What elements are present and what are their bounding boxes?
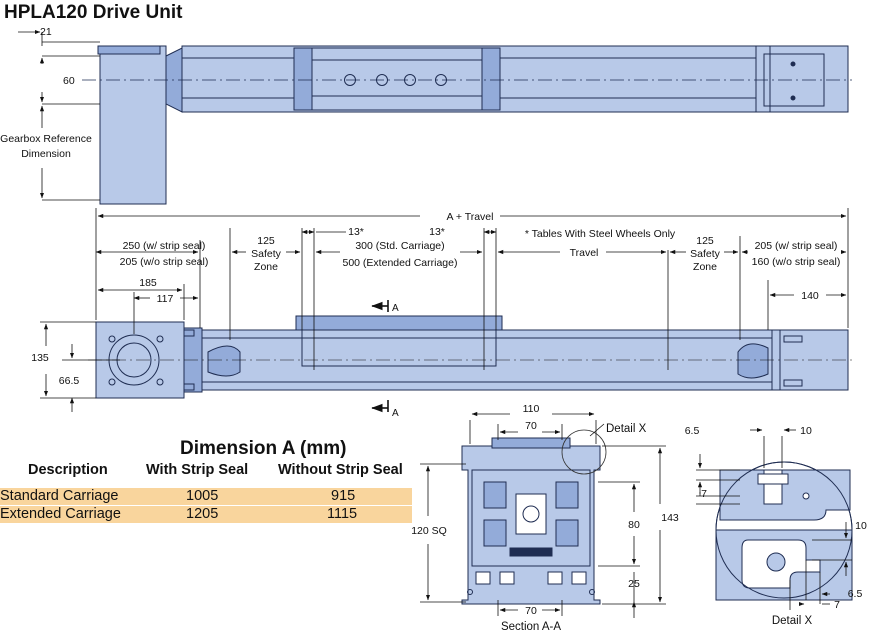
detail-dim-6-5-top: 6.5 <box>685 425 700 437</box>
col-header-without-seal: Without Strip Seal <box>278 462 403 478</box>
top-end-cap <box>755 45 849 113</box>
dim-185: 185 <box>139 277 157 289</box>
dim-70-top: 70 <box>525 420 537 432</box>
table-row: Standard Carriage 1005 915 <box>0 488 412 505</box>
table-row: Extended Carriage 1205 1115 <box>0 506 412 523</box>
safety-right-word: Safety <box>690 248 721 260</box>
detail-dim-6-5-bottom: 6.5 <box>848 588 863 600</box>
detail-x-label: Detail X <box>606 423 647 435</box>
steel-wheel-note: * Tables With Steel Wheels Only <box>525 228 676 240</box>
dim-25: 25 <box>628 578 640 590</box>
dim-60: 60 <box>63 75 75 87</box>
dim-135: 135 <box>31 352 49 364</box>
dim-13-right: 13* <box>429 226 445 238</box>
safety-left-zone: Zone <box>254 261 278 273</box>
gearbox-body <box>99 45 167 205</box>
top-view <box>82 45 852 205</box>
page-title: HPLA120 Drive Unit <box>4 2 183 23</box>
dim-110: 110 <box>523 403 540 415</box>
dim-70-bottom: 70 <box>525 605 537 617</box>
row-description: Extended Carriage <box>0 506 121 522</box>
dim-250: 250 (w/ strip seal) <box>123 240 206 252</box>
detail-dim-10-right: 10 <box>855 520 867 532</box>
dim-13-left: 13* <box>348 226 364 238</box>
safety-right-125: 125 <box>696 235 714 247</box>
detail-dim-7-bottom: 7 <box>834 599 840 611</box>
top-carriage <box>293 47 501 111</box>
safety-left-125: 125 <box>257 235 275 247</box>
row-without-seal: 1115 <box>327 506 358 522</box>
row-description: Standard Carriage <box>0 488 119 504</box>
section-aa <box>461 429 607 605</box>
dim-160-right: 160 (w/o strip seal) <box>752 256 841 268</box>
dim-66-5: 66.5 <box>59 375 80 387</box>
row-with-seal: 1205 <box>186 506 219 522</box>
dim-143: 143 <box>661 512 679 524</box>
gearbox-ref-line2: Dimension <box>21 148 71 160</box>
side-carriage <box>295 315 503 331</box>
dim-80: 80 <box>628 519 640 531</box>
dim-travel: Travel <box>570 247 599 259</box>
row-without-seal: 915 <box>331 488 356 504</box>
col-header-with-seal: With Strip Seal <box>146 462 249 478</box>
detail-dim-7-top: 7 <box>701 488 707 500</box>
detail-x-bottom-label: Detail X <box>772 615 813 627</box>
safety-right-zone: Zone <box>693 261 717 273</box>
safety-left-word: Safety <box>251 248 282 260</box>
section-label: Section A-A <box>501 621 561 632</box>
dim-21: 21 <box>40 26 52 38</box>
side-view <box>95 315 849 399</box>
detail-x <box>715 461 853 601</box>
dim-205-left: 205 (w/o strip seal) <box>120 256 209 268</box>
section-marker-bottom: A <box>392 408 399 419</box>
col-header-description: Description <box>28 462 108 478</box>
dim-117: 117 <box>157 293 174 305</box>
dim-a-travel: A + Travel <box>447 211 494 223</box>
section-marker-top: A <box>392 303 399 314</box>
dim-120-sq: 120 SQ <box>411 525 447 537</box>
dim-140: 140 <box>801 290 819 302</box>
dimension-table-title: Dimension A (mm) <box>180 438 347 459</box>
detail-dim-10-top: 10 <box>800 425 812 437</box>
dim-300: 300 (Std. Carriage) <box>355 240 444 252</box>
row-with-seal: 1005 <box>186 488 219 504</box>
gearbox-ref-line1: Gearbox Reference <box>0 133 92 145</box>
dim-205-right: 205 (w/ strip seal) <box>755 240 838 252</box>
dim-500: 500 (Extended Carriage) <box>343 257 458 269</box>
